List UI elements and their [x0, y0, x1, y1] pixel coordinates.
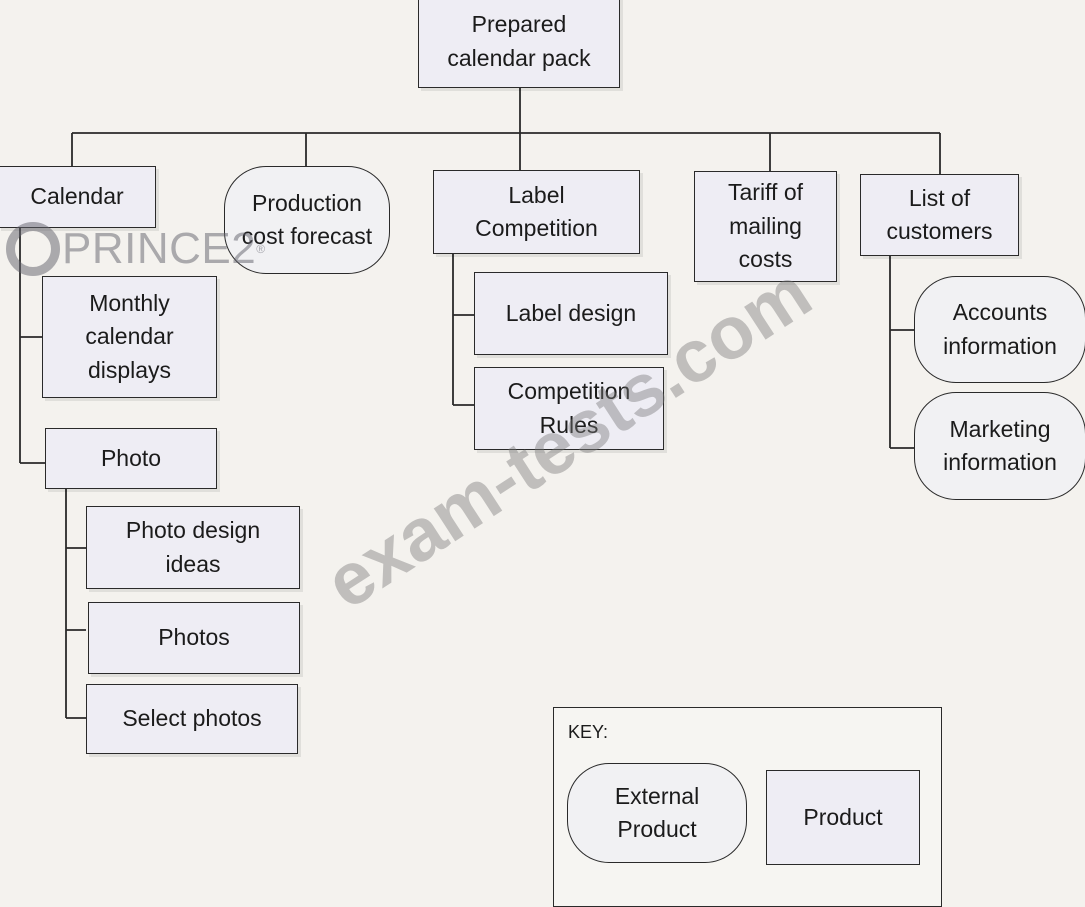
node-production-cost-forecast[interactable]: Production cost forecast	[224, 166, 390, 274]
node-photo-design-ideas[interactable]: Photo design ideas	[86, 506, 300, 589]
key-title: KEY:	[568, 722, 609, 742]
node-tariff-of-mailing-costs[interactable]: Tariff of mailing costs	[694, 171, 837, 282]
node-photos[interactable]: Photos	[88, 602, 300, 674]
node-list-of-customers[interactable]: List of customers	[860, 174, 1019, 256]
node-photo[interactable]: Photo	[45, 428, 217, 489]
key-product: Product	[766, 770, 920, 865]
node-label-design[interactable]: Label design	[474, 272, 668, 355]
node-calendar[interactable]: Calendar	[0, 166, 156, 228]
node-prepared-calendar-pack[interactable]: Prepared calendar pack	[418, 0, 620, 88]
node-select-photos[interactable]: Select photos	[86, 684, 298, 754]
node-label-competition[interactable]: Label Competition	[433, 170, 640, 254]
key-external-product: External Product	[567, 763, 747, 863]
node-monthly-calendar-displays[interactable]: Monthly calendar displays	[42, 276, 217, 398]
node-competition-rules[interactable]: Competition Rules	[474, 367, 664, 450]
node-accounts-information[interactable]: Accounts information	[914, 276, 1085, 383]
node-marketing-information[interactable]: Marketing information	[914, 392, 1085, 500]
